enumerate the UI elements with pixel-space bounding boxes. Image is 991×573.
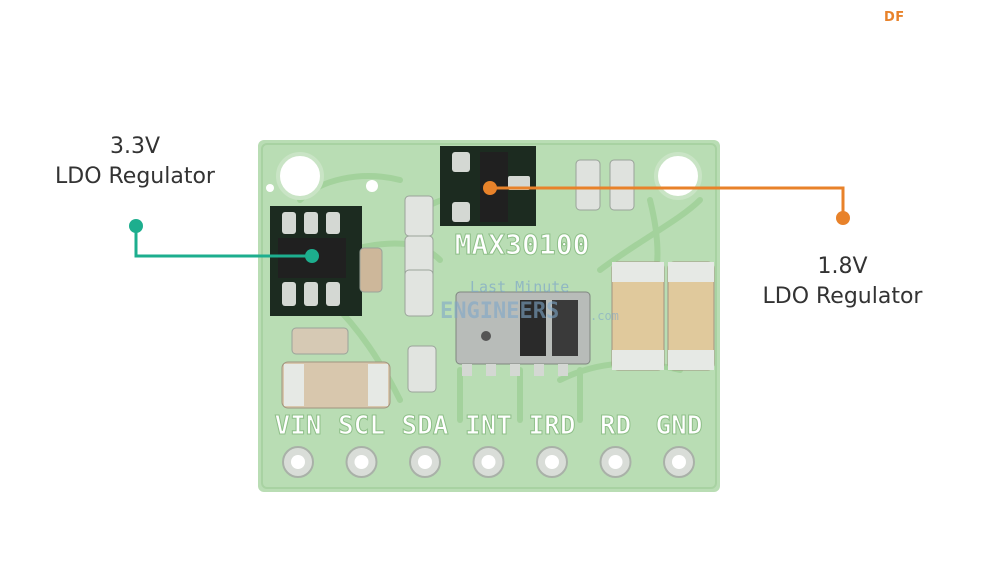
callout-dot-1v8-component [483, 181, 497, 195]
callout-dot-3v3-label [129, 219, 143, 233]
pin-hole [545, 455, 559, 469]
callout-1v8-ldo: 1.8V LDO Regulator [745, 252, 940, 312]
pin-label-rd: RD [600, 411, 631, 441]
leader-line-3v3 [134, 228, 312, 258]
mounting-hole [654, 152, 702, 200]
pin-label-sda: SDA [402, 411, 449, 441]
callout-3v3-title: LDO Regulator [55, 164, 215, 189]
watermark-logo: DF [884, 10, 905, 25]
pin-hole [418, 455, 432, 469]
mounting-hole [276, 152, 324, 200]
pin-label-int: INT [465, 411, 512, 441]
pin-hole [672, 455, 686, 469]
pin-hole [354, 455, 369, 469]
brand-line1: Last Minute [470, 278, 569, 296]
callout-3v3-voltage: 3.3V [109, 134, 161, 159]
callout-dot-3v3-component [305, 249, 319, 263]
pin-label-scl: SCL [338, 411, 385, 441]
header-pins [282, 446, 695, 478]
brand-suffix: .com [590, 309, 619, 323]
pin-hole [291, 455, 305, 469]
callout-1v8-voltage: 1.8V [817, 254, 868, 279]
max30100-sensor [455, 291, 591, 376]
brand-line2: ENGINEERS [440, 299, 559, 324]
leader-line-1v8 [490, 186, 845, 218]
pin-hole [608, 455, 623, 469]
chip-label: MAX30100 [455, 228, 590, 261]
callout-3v3-ldo: 3.3V LDO Regulator [30, 132, 240, 192]
pin-hole [481, 455, 496, 469]
callout-1v8-title: LDO Regulator [762, 284, 923, 309]
callout-dot-1v8-label [836, 211, 850, 225]
pin-labels: VIN SCL SDA INT IRD RD GND [274, 411, 703, 442]
pin-label-ird: IRD [529, 411, 576, 441]
pin-label-vin: VIN [275, 411, 322, 441]
ldo-3v3-regulator [270, 206, 362, 316]
pin-label-gnd: GND [656, 411, 703, 441]
smd-components [281, 159, 715, 409]
